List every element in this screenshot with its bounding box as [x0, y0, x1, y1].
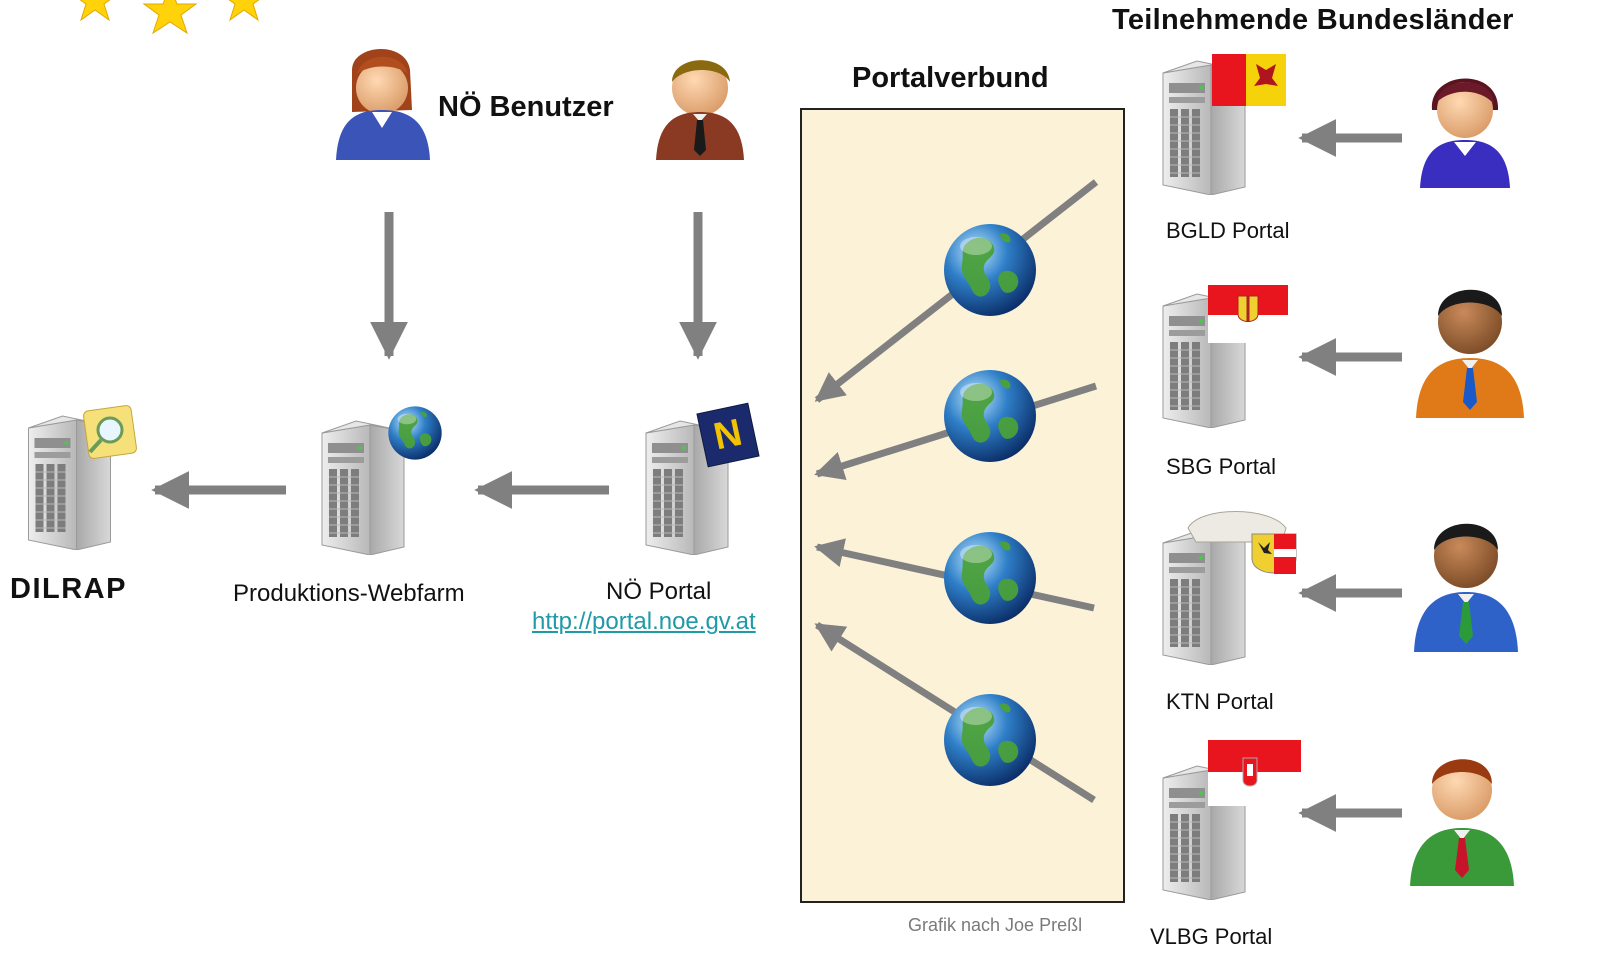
user-icon: [656, 60, 744, 160]
ktn-server-icon: [1162, 511, 1297, 665]
noe-portal-link[interactable]: http://portal.noe.gv.at: [532, 608, 756, 635]
globe-icon: [944, 224, 1036, 316]
user-icon: [336, 48, 430, 160]
noe-users-label: NÖ Benutzer: [438, 91, 614, 123]
participating-states-title: Teilnehmende Bundesländer: [1112, 4, 1514, 36]
dilrap-label: DILRAP: [10, 573, 127, 605]
carinthia-crest-icon: [1187, 511, 1297, 574]
user-icon: [1410, 759, 1514, 886]
noe-logo-icon: N: [696, 402, 760, 468]
noe-portal-server-icon: N: [645, 402, 760, 555]
graphic-credit: Grafik nach Joe Preßl: [908, 915, 1083, 935]
vorarlberg-flag-icon: [1208, 740, 1301, 806]
globe-icon: [944, 532, 1036, 624]
sbg-server-icon: [1162, 285, 1288, 428]
portal-network-title: Portalverbund: [852, 62, 1049, 94]
webfarm-server-icon: [321, 406, 442, 555]
user-icon: [1420, 78, 1510, 188]
vlbg-server-icon: [1162, 740, 1301, 900]
globe-icon: [944, 370, 1036, 462]
dilrap-server-icon: [27, 405, 137, 550]
ktn-portal-label: KTN Portal: [1166, 689, 1274, 714]
eu-stars-icon: [79, 0, 260, 35]
salzburg-flag-icon: [1208, 285, 1288, 343]
globe-icon: [944, 694, 1036, 786]
globe-icon: [388, 406, 442, 460]
bgld-portal-label: BGLD Portal: [1166, 218, 1290, 243]
user-icon: [1414, 523, 1518, 652]
portal-network-box: [800, 108, 1125, 903]
user-icon: [1416, 289, 1524, 418]
burgenland-flag-icon: [1212, 54, 1286, 106]
production-webfarm-label: Produktions-Webfarm: [233, 580, 465, 607]
sbg-portal-label: SBG Portal: [1166, 454, 1277, 479]
search-note-icon: [83, 405, 137, 459]
bgld-server-icon: [1162, 54, 1286, 195]
noe-portal-label: NÖ Portal: [606, 578, 712, 605]
vlbg-portal-label: VLBG Portal: [1150, 924, 1273, 949]
